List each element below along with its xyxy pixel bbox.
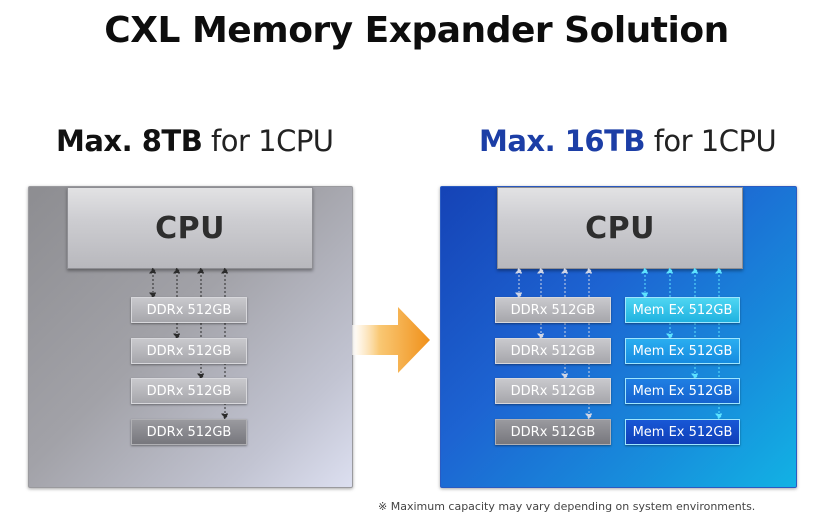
right-cpu-block: CPU — [497, 187, 743, 269]
left-link-4-head-down — [221, 413, 229, 420]
mem-ex-module-1: Mem Ex 512GB — [625, 297, 740, 323]
page-title: CXL Memory Expander Solution — [104, 10, 729, 51]
right-capacity-heading: Max. 16TB for 1CPU — [479, 124, 777, 158]
left-link-1-head-up — [149, 267, 157, 274]
right-ddr-link-3-head-up — [561, 267, 569, 274]
left-capacity-heading: Max. 8TB for 1CPU — [56, 124, 334, 158]
right-cxl-link-4-head-down — [715, 413, 723, 420]
left-capacity-value: Max. 8TB — [56, 124, 203, 158]
right-capacity-suffix: for 1CPU — [653, 124, 777, 158]
left-link-4-head-up — [221, 267, 229, 274]
left-cpu-block: CPU — [67, 187, 313, 269]
capacity-footnote: ※ Maximum capacity may vary depending on… — [378, 500, 756, 513]
right-ddr-link-3-head-down — [561, 373, 569, 380]
left-link-2-head-up — [173, 267, 181, 274]
right-ddr-module-3: DDRx 512GB — [495, 378, 611, 404]
right-ddr-module-2: DDRx 512GB — [495, 338, 611, 364]
right-cxl-link-1-head-down — [641, 292, 649, 299]
left-link-2-head-down — [173, 333, 181, 340]
left-capacity-suffix: for 1CPU — [211, 124, 334, 158]
right-ddr-link-2-head-down — [537, 333, 545, 340]
left-ddr-module-2: DDRx 512GB — [131, 338, 247, 364]
right-cxl-link-1-head-up — [641, 267, 649, 274]
left-link-3-head-down — [197, 373, 205, 380]
mem-ex-module-3: Mem Ex 512GB — [625, 378, 740, 404]
right-ddr-link-1-head-down — [515, 292, 523, 299]
right-cxl-link-3-head-down — [691, 373, 699, 380]
right-ddr-link-4-head-down — [585, 413, 593, 420]
left-link-3-head-up — [197, 267, 205, 274]
right-ddr-link-2-head-up — [537, 267, 545, 274]
mem-ex-module-2: Mem Ex 512GB — [625, 338, 740, 364]
right-capacity-value: Max. 16TB — [479, 124, 646, 158]
right-cxl-link-4-head-up — [715, 267, 723, 274]
right-ddr-link-4-head-up — [585, 267, 593, 274]
right-cxl-link-2-head-up — [666, 267, 674, 274]
right-cxl-link-3-head-up — [691, 267, 699, 274]
right-cxl-link-2-head-down — [666, 333, 674, 340]
right-ddr-link-1-head-up — [515, 267, 523, 274]
upgrade-arrow-icon — [352, 307, 430, 373]
ddr-only-panel: CPU DDRx 512GB DDRx 512GB DDRx 512GB DDR… — [28, 186, 353, 488]
right-ddr-module-1: DDRx 512GB — [495, 297, 611, 323]
mem-ex-module-4: Mem Ex 512GB — [625, 419, 740, 445]
cxl-expanded-panel: CPU — [440, 186, 797, 488]
left-ddr-module-1: DDRx 512GB — [131, 297, 247, 323]
left-ddr-module-4: DDRx 512GB — [131, 419, 247, 445]
right-ddr-module-4: DDRx 512GB — [495, 419, 611, 445]
left-link-1-head-down — [149, 292, 157, 299]
left-ddr-module-3: DDRx 512GB — [131, 378, 247, 404]
